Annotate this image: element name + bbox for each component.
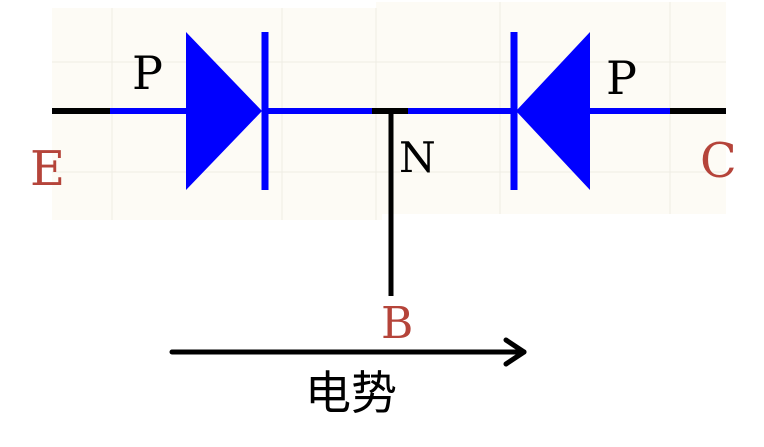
potential-arrow — [169, 337, 527, 367]
terminal-wires — [52, 108, 726, 296]
right-diode-triangle — [516, 32, 590, 190]
collector-label: C — [700, 133, 737, 189]
potential-arrow-head — [503, 337, 527, 367]
base-label: B — [381, 298, 413, 349]
right-p-label: P — [606, 51, 637, 105]
left-p-label: P — [132, 46, 163, 100]
emitter-label: E — [30, 141, 65, 197]
left-diode-triangle — [186, 32, 262, 190]
potential-caption: 电势 — [305, 366, 397, 420]
n-label: N — [399, 133, 436, 182]
diode-elements — [110, 32, 670, 190]
